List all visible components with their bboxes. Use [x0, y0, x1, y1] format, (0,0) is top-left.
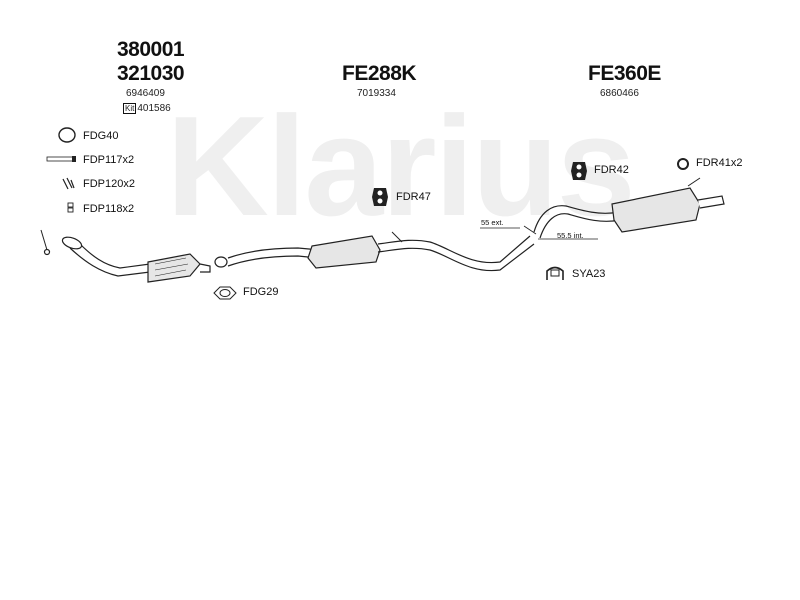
rubber-ring-icon	[677, 158, 689, 170]
part-sya23: SYA23	[572, 268, 606, 280]
rubber-mount-icon	[372, 188, 388, 206]
dimension-markers	[480, 225, 598, 240]
kit-ref-number: 401586	[137, 103, 171, 114]
part-fdp117: FDP117x2	[83, 154, 135, 166]
group1-code-b: 321030	[117, 62, 185, 85]
front-pipe-catalyst	[40, 229, 211, 283]
kit-badge: Kit	[123, 103, 137, 114]
middle-silencer-pipe	[227, 231, 535, 272]
part-fdg29: FDG29	[243, 286, 279, 298]
clip-icon	[62, 177, 75, 190]
part-fdr41: FDR41x2	[696, 157, 743, 169]
rubber-hanger-icon	[571, 162, 587, 180]
part-fdp120: FDP120x2	[83, 178, 135, 190]
gasket-icon	[213, 286, 237, 300]
bolt-icon	[46, 156, 76, 162]
part-fdp118: FDP118x2	[83, 203, 135, 215]
dimension-int: 55.5 int.	[557, 231, 584, 240]
group3-code: FE360E	[588, 62, 661, 85]
dimension-ext: 55 ext.	[481, 218, 504, 227]
bracket-icon	[546, 266, 564, 280]
group2-ref: 7019334	[357, 88, 396, 99]
group1-ref: 6946409	[126, 88, 165, 99]
nut-icon	[67, 202, 74, 213]
gasket-ring-icon	[58, 127, 76, 143]
rear-silencer	[533, 177, 725, 239]
part-fdr42: FDR42	[594, 164, 629, 176]
flange-joint	[214, 256, 228, 268]
klarius-watermark: Klarius	[166, 87, 633, 246]
group3-ref: 6860466	[600, 88, 639, 99]
part-fdg40: FDG40	[83, 130, 119, 142]
part-fdr47: FDR47	[396, 191, 431, 203]
group2-code: FE288K	[342, 62, 417, 85]
group1-code-a: 380001	[117, 38, 185, 61]
